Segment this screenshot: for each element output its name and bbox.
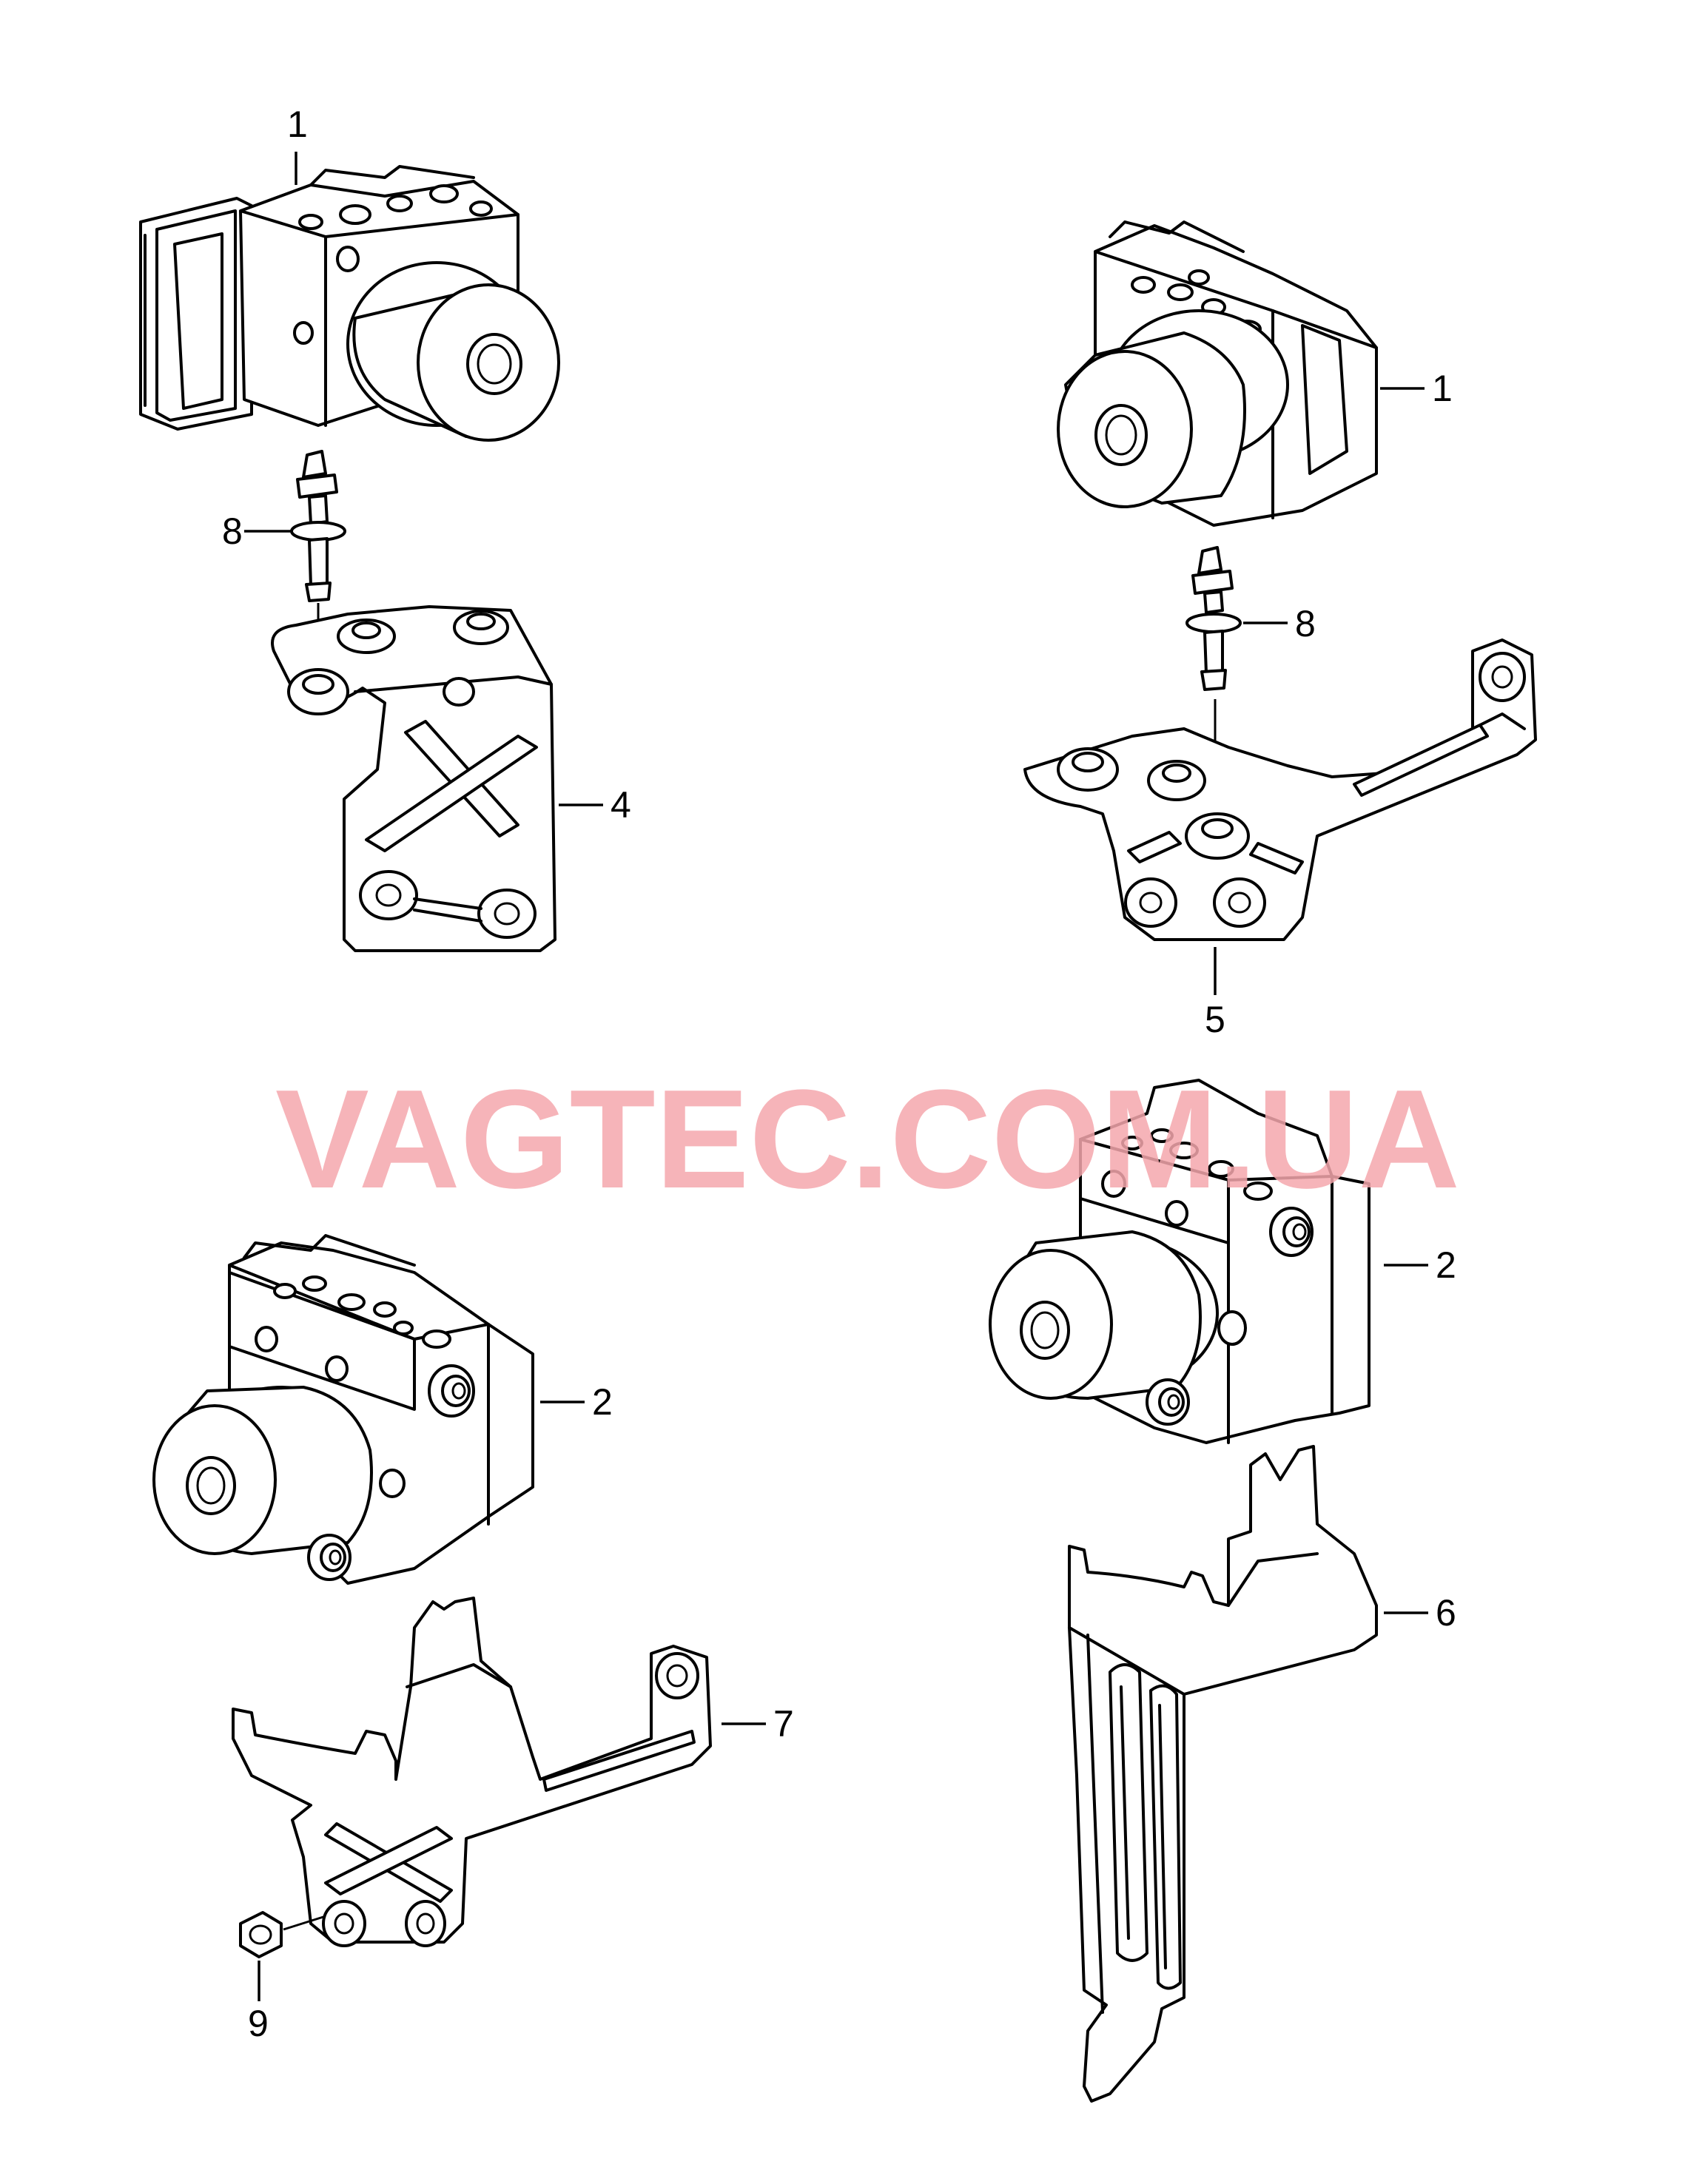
watermark-text: VAGTEC.COM.UA bbox=[275, 1061, 1460, 1218]
callout-5: 5 bbox=[1205, 999, 1225, 1040]
callout-8-top-left: 8 bbox=[222, 510, 243, 552]
callout-8-top-right: 8 bbox=[1295, 603, 1316, 644]
abs-unit-top-right: 1 bbox=[1057, 220, 1453, 527]
bracket-5: 5 bbox=[1023, 638, 1537, 1040]
bracket-4: 4 bbox=[271, 605, 631, 952]
callout-1-top-right: 1 bbox=[1432, 368, 1453, 409]
callout-7: 7 bbox=[773, 1703, 794, 1745]
abs-unit-bottom-left: 2 bbox=[152, 1234, 613, 1585]
callout-2-bottom-left: 2 bbox=[592, 1381, 613, 1423]
bolt-top-right: 8 bbox=[1185, 546, 1316, 810]
callout-1-top-left: 1 bbox=[287, 104, 308, 145]
bolt-top-left: 8 bbox=[222, 450, 346, 662]
bracket-6: 6 bbox=[1068, 1445, 1456, 2103]
callout-4: 4 bbox=[611, 784, 631, 826]
callout-2-bottom-right: 2 bbox=[1436, 1244, 1456, 1286]
abs-unit-bottom-right: 2 bbox=[989, 1079, 1456, 1444]
abs-unit-top-left: 1 bbox=[139, 104, 560, 442]
bracket-7: 7 bbox=[232, 1597, 794, 1947]
callout-9: 9 bbox=[248, 2003, 269, 2044]
nut-9: 9 bbox=[239, 1911, 326, 2044]
callout-6: 6 bbox=[1436, 1592, 1456, 1634]
